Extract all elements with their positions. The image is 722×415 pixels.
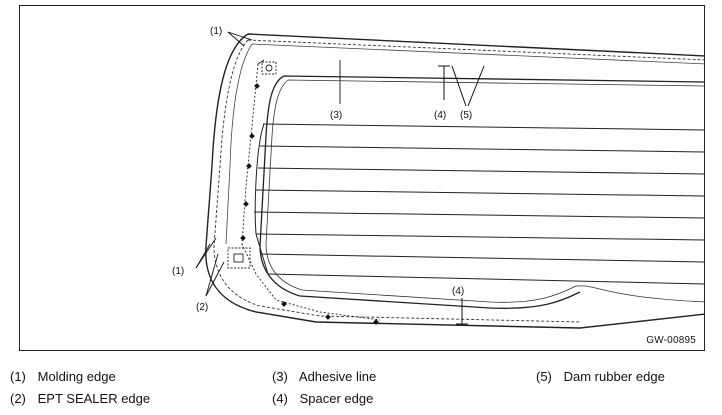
- callout-spacer-top: (4): [434, 110, 446, 121]
- callout-molding-left: (1): [172, 266, 184, 277]
- legend-item-2: (2) EPT SEALER edge: [10, 391, 150, 406]
- legend-text: Spacer edge: [299, 391, 374, 406]
- spacer-bottom-mark: [456, 298, 468, 325]
- molding-outer-edge: [205, 33, 704, 329]
- rear-window-diagram: (1) (3) (4) (5) (1) (2) (4): [172, 26, 704, 329]
- callout-ept-sealer: (2): [196, 302, 208, 313]
- callout-dam-rubber: (5): [460, 110, 472, 121]
- legend-number: (1): [10, 369, 26, 384]
- legend-number: (5): [536, 369, 552, 384]
- legend-text: Dam rubber edge: [563, 369, 665, 384]
- sealer-markers: [240, 83, 379, 325]
- defroster-grid: [253, 123, 704, 285]
- legend-item-5: (5) Dam rubber edge: [536, 369, 665, 384]
- legend-number: (4): [272, 391, 288, 406]
- legend-number: (2): [10, 391, 26, 406]
- molding-inner-line: [225, 43, 704, 245]
- glass-outline: [259, 75, 704, 309]
- glass-outline-inner: [265, 79, 704, 303]
- spacer-top-mark: [438, 65, 450, 100]
- legend-number: (3): [272, 369, 288, 384]
- diagram-frame: (1) (3) (4) (5) (1) (2) (4) GW-00895: [19, 5, 705, 351]
- legend-text: Molding edge: [37, 369, 116, 384]
- callout-adhesive-line: (3): [330, 110, 342, 121]
- molding-dashed-edge: [213, 39, 704, 323]
- clip-detail-top: [257, 59, 277, 75]
- clip-detail-bottom: [227, 247, 251, 269]
- legend-item-3: (3) Adhesive line: [272, 369, 376, 384]
- reference-code: GW-00895: [646, 335, 696, 346]
- legend-text: Adhesive line: [298, 369, 377, 384]
- legend-text: EPT SEALER edge: [37, 391, 151, 406]
- callout-molding-top: (1): [210, 26, 222, 37]
- dam-rubber-leader: [451, 65, 485, 107]
- legend-item-4: (4) Spacer edge: [272, 391, 373, 406]
- legend-item-1: (1) Molding edge: [10, 369, 116, 384]
- leader-lines: [195, 31, 341, 297]
- callout-spacer-bottom: (4): [452, 286, 464, 297]
